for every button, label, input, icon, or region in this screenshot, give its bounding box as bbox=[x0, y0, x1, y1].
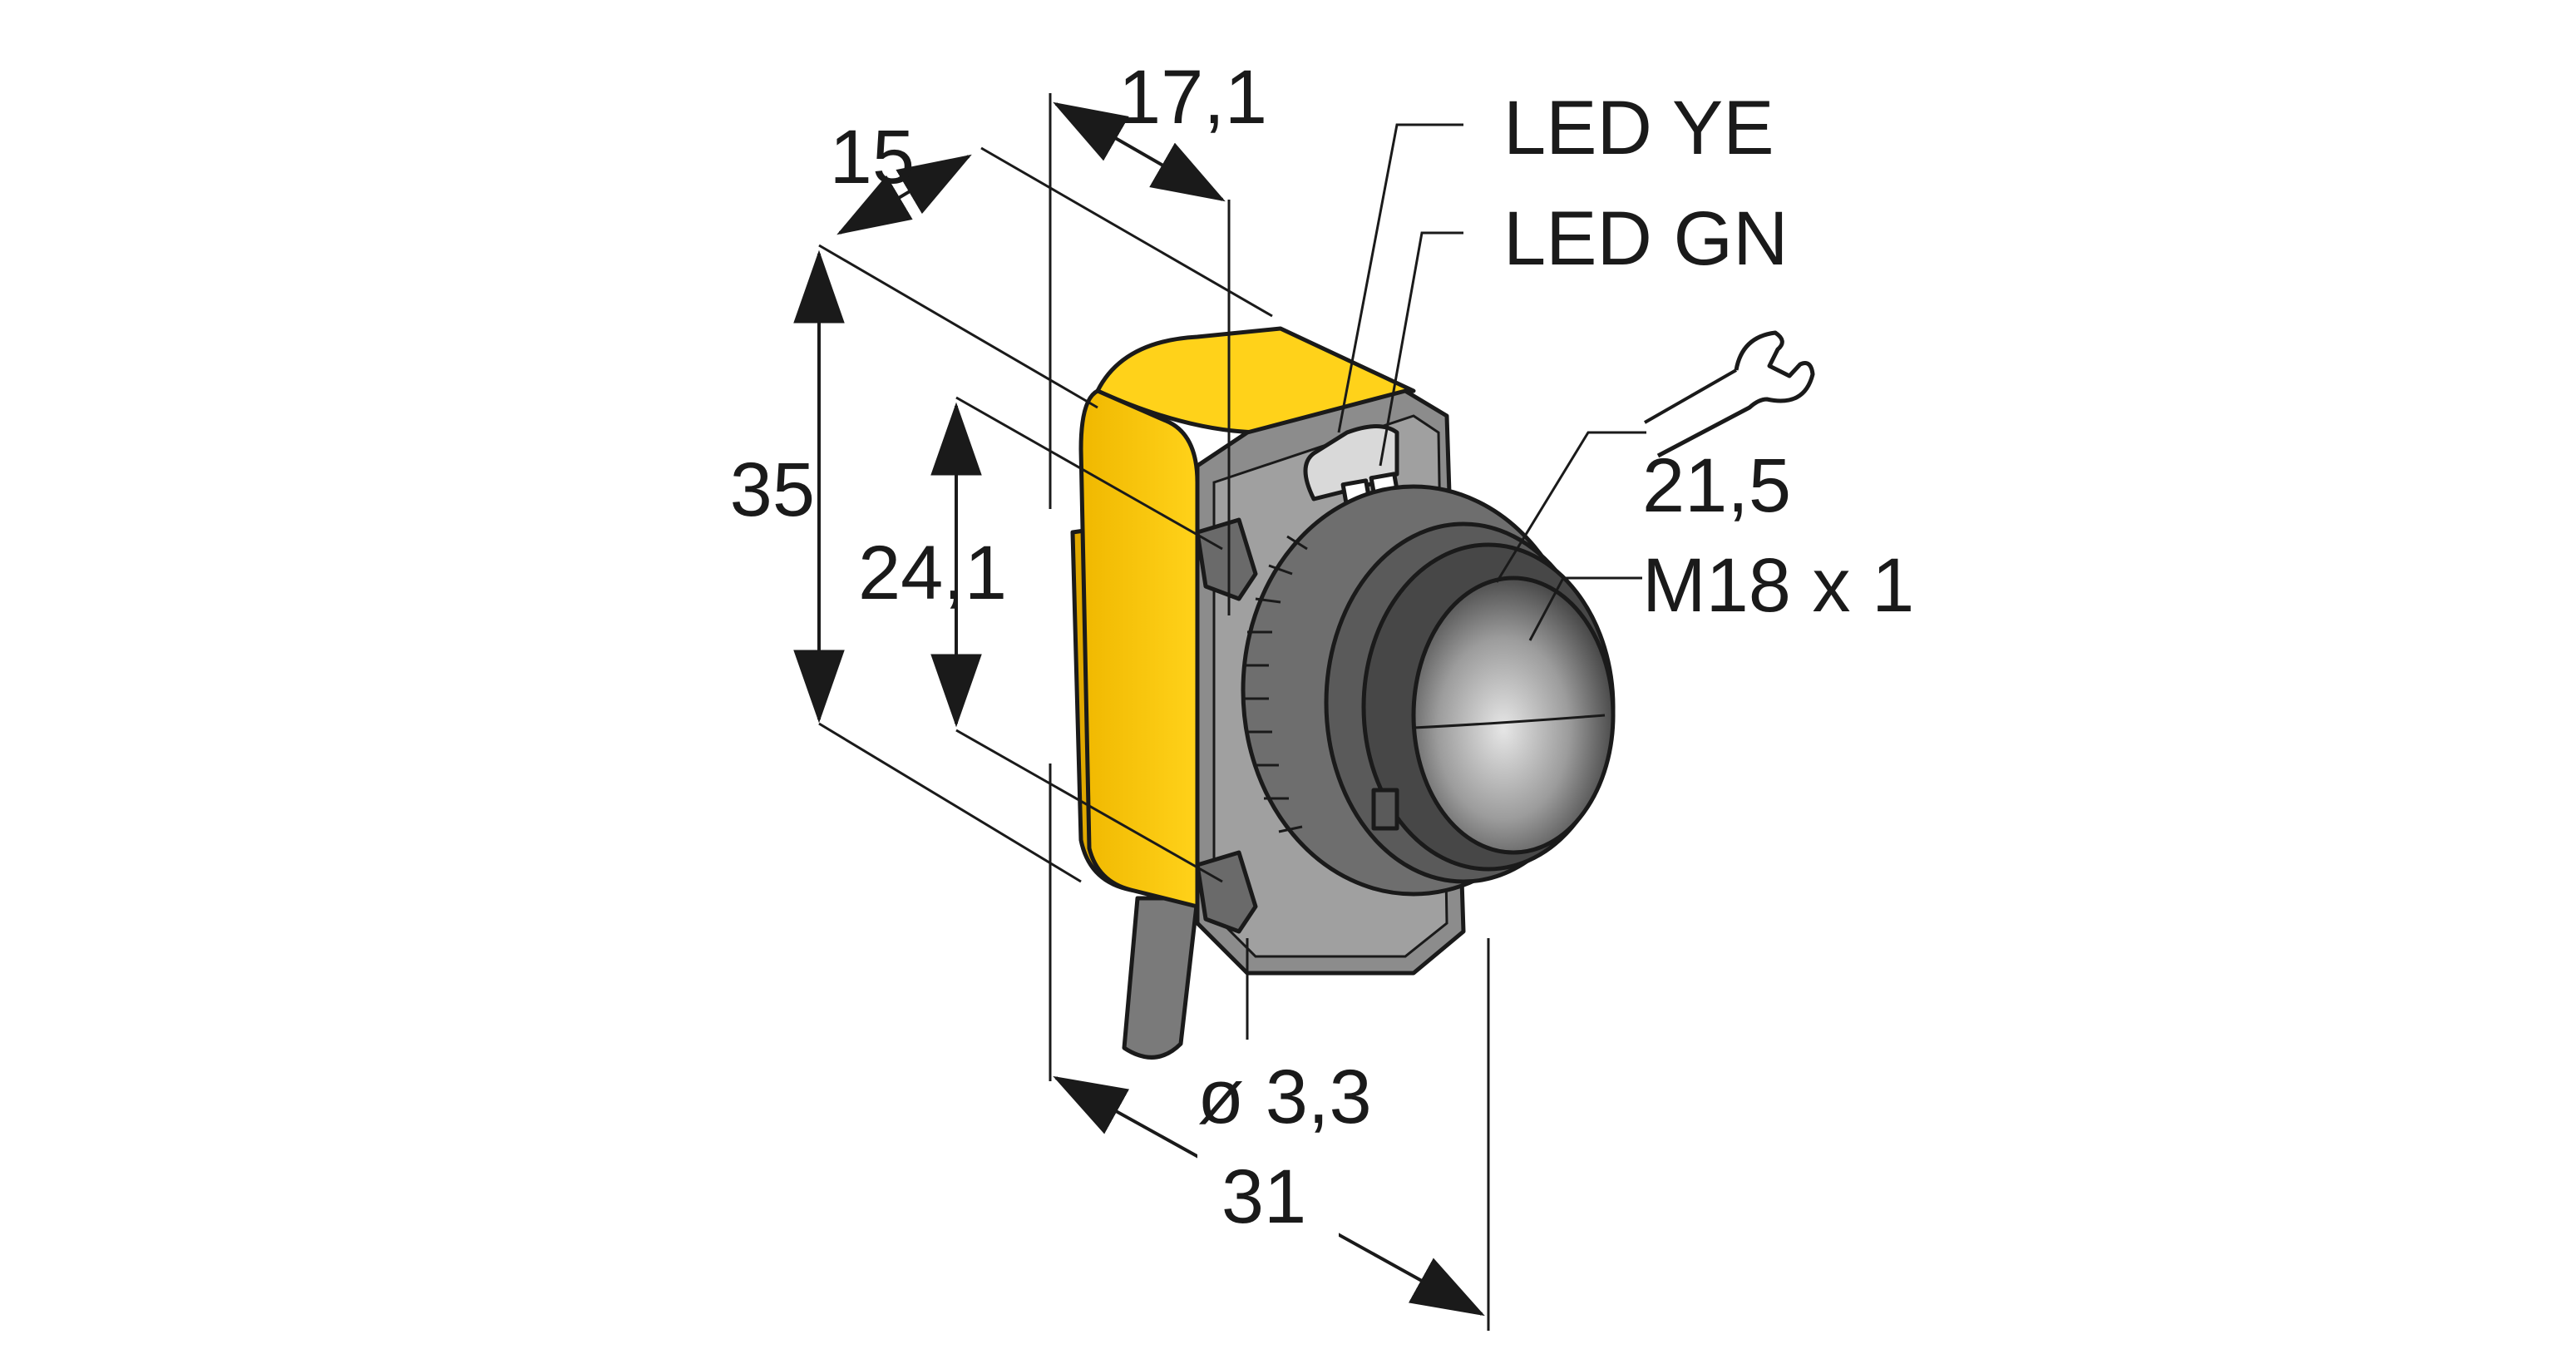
cable bbox=[1122, 896, 1200, 1060]
dim-35: 35 bbox=[730, 447, 815, 532]
wrench-icon bbox=[1644, 330, 1815, 458]
label-led-gn: LED GN bbox=[1503, 196, 1789, 281]
knurl-ticks bbox=[1244, 535, 1308, 833]
dim-15: 15 bbox=[830, 115, 915, 200]
dim-31: 31 bbox=[1221, 1154, 1306, 1239]
lens bbox=[1411, 576, 1616, 855]
dim-thread: M18 x 1 bbox=[1642, 543, 1914, 628]
dim-24-1: 24,1 bbox=[858, 531, 1007, 615]
label-led-ye: LED YE bbox=[1503, 86, 1774, 170]
dim-17-1: 17,1 bbox=[1118, 55, 1267, 140]
mount-hole-top bbox=[1195, 517, 1258, 601]
yellow-housing-side bbox=[1078, 388, 1200, 909]
dim-wrench-size: 21,5 bbox=[1642, 443, 1791, 528]
mount-hole-bottom bbox=[1195, 850, 1258, 934]
extension-lines bbox=[818, 93, 1490, 1331]
barrel-notch bbox=[1371, 788, 1399, 831]
dim-cable-diameter: ø 3,3 bbox=[1197, 1055, 1372, 1139]
sensor-body bbox=[1070, 326, 1616, 1060]
